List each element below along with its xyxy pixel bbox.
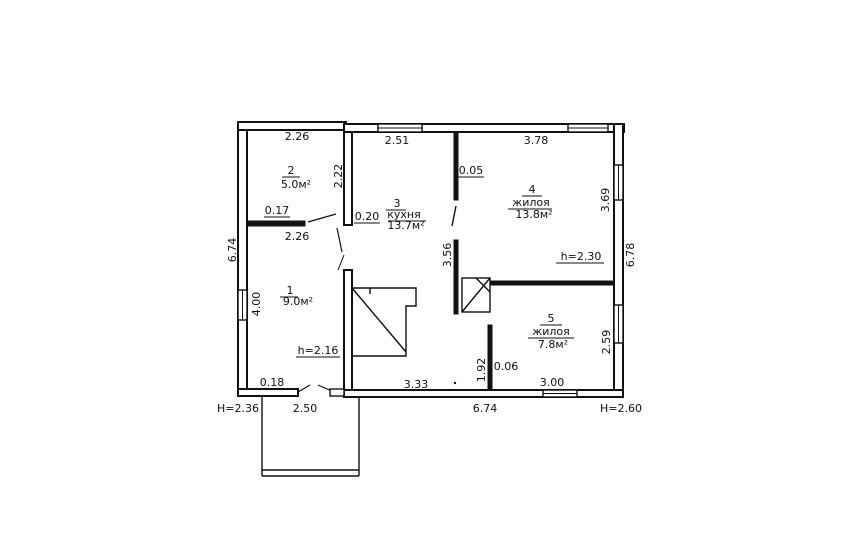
dim-right-outer: 6.78 bbox=[624, 243, 637, 268]
room-labels: 2 5.0м² 1 9.0м² h=2.16 3 кухня 13.7м² 4 … bbox=[280, 164, 604, 358]
room-3-type: кухня bbox=[387, 208, 420, 221]
room-3-area: 13.7м² bbox=[387, 219, 424, 232]
room-2-number: 2 bbox=[288, 164, 295, 177]
room-4-height: h=2.30 bbox=[561, 250, 602, 263]
partitions bbox=[246, 131, 615, 397]
dim-room5-wall: 0.06 bbox=[494, 360, 519, 373]
room-3-number: 3 bbox=[394, 197, 401, 210]
dim-kitchen-wall: 0.20 bbox=[355, 210, 380, 223]
stairs bbox=[351, 277, 491, 357]
room-1-area: 9.0м² bbox=[283, 295, 313, 308]
dim-room1-bottom-wall: 0.18 bbox=[260, 376, 285, 389]
dim-room5-right: 2.59 bbox=[600, 330, 613, 355]
dim-room2-right: 2.22 bbox=[332, 164, 345, 189]
dim-partition-len: 3.56 bbox=[441, 243, 454, 268]
dim-room4-top: 3.78 bbox=[524, 134, 549, 147]
porch bbox=[261, 396, 360, 477]
room-5-area: 7.8м² bbox=[538, 338, 568, 351]
room-4-type: жилоя bbox=[512, 196, 549, 209]
room-1-number: 1 bbox=[287, 284, 294, 297]
room-4-area: 13.8м² bbox=[515, 208, 552, 221]
dim-room2-top: 2.26 bbox=[285, 130, 310, 143]
dim-partition-wall: 0.05 bbox=[459, 164, 484, 177]
dim-room2-bottom: 2.26 bbox=[285, 230, 310, 243]
dim-room5-bottom: 3.00 bbox=[540, 376, 565, 389]
dim-room4-right: 3.69 bbox=[599, 188, 612, 213]
dimension-labels: 2.26 2.26 2.22 0.17 6.74 4.00 0.18 2.51 … bbox=[217, 130, 642, 415]
dim-room5-left: 1.92 bbox=[475, 358, 488, 383]
dim-porch-width: 2.50 bbox=[293, 402, 318, 415]
dim-house-bottom: 6.74 bbox=[473, 402, 498, 415]
dim-room2-wall: 0.17 bbox=[265, 204, 290, 217]
walls bbox=[237, 121, 625, 398]
dim-kitchen-bottom: 3.33 bbox=[404, 378, 429, 391]
room-5-number: 5 bbox=[548, 312, 555, 325]
room-2-area: 5.0м² bbox=[281, 178, 311, 191]
dim-room1-left-inner: 4.00 bbox=[250, 292, 263, 317]
room-4-number: 4 bbox=[529, 183, 536, 196]
dim-kitchen-top: 2.51 bbox=[385, 134, 410, 147]
dim-room1-left-outer: 6.74 bbox=[226, 238, 239, 263]
height-right-outer: H=2.60 bbox=[600, 402, 642, 415]
height-left-outer: H=2.36 bbox=[217, 402, 259, 415]
dot-mark bbox=[453, 381, 457, 385]
room-1-height: h=2.16 bbox=[298, 344, 339, 357]
room-5-type: жилоя bbox=[532, 325, 569, 338]
